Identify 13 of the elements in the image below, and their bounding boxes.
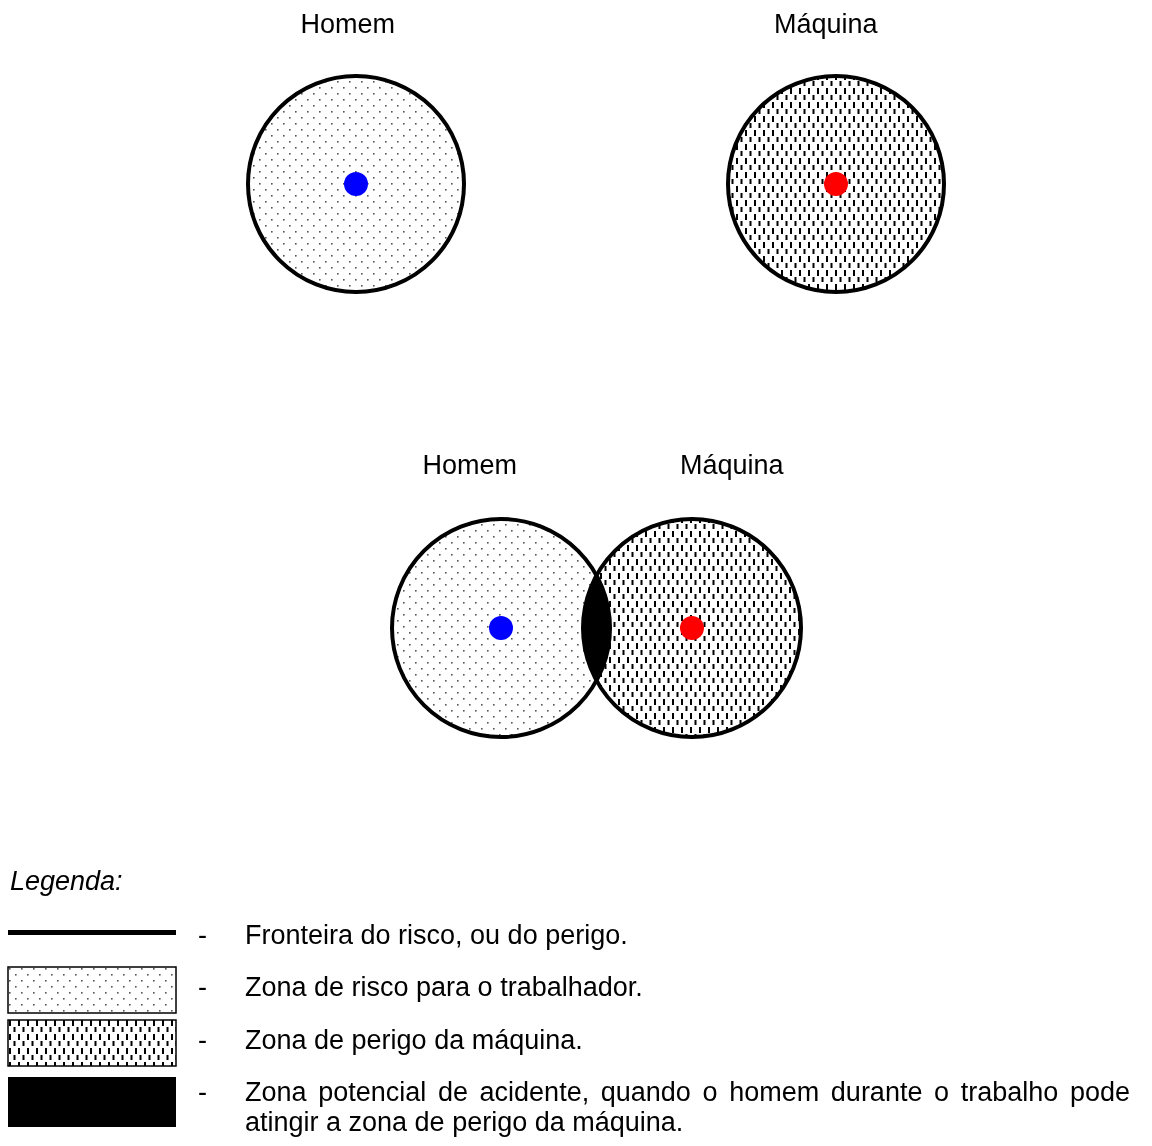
- legend-separator: -: [198, 1025, 207, 1055]
- legend-separator: -: [198, 1077, 207, 1107]
- circle-heading: Homem: [300, 8, 395, 40]
- legend-heading: Legenda:: [10, 866, 123, 896]
- legend-text: Zona potencial de acidente, quando o homem durante o trabalho pode atingir a zona de perigo da máquina.: [245, 1077, 1130, 1137]
- legend-separator: -: [198, 920, 207, 950]
- legend-text: Zona de perigo da máquina.: [245, 1025, 584, 1055]
- legend-text: Fronteira do risco, ou do perigo.: [245, 920, 629, 950]
- legend-text: Zona de risco para o trabalhador.: [245, 972, 644, 1002]
- circle-heading: Homem: [422, 449, 517, 481]
- circle-heading: Máquina: [680, 449, 784, 481]
- circle-heading: Máquina: [774, 8, 878, 40]
- legend-separator: -: [198, 972, 207, 1002]
